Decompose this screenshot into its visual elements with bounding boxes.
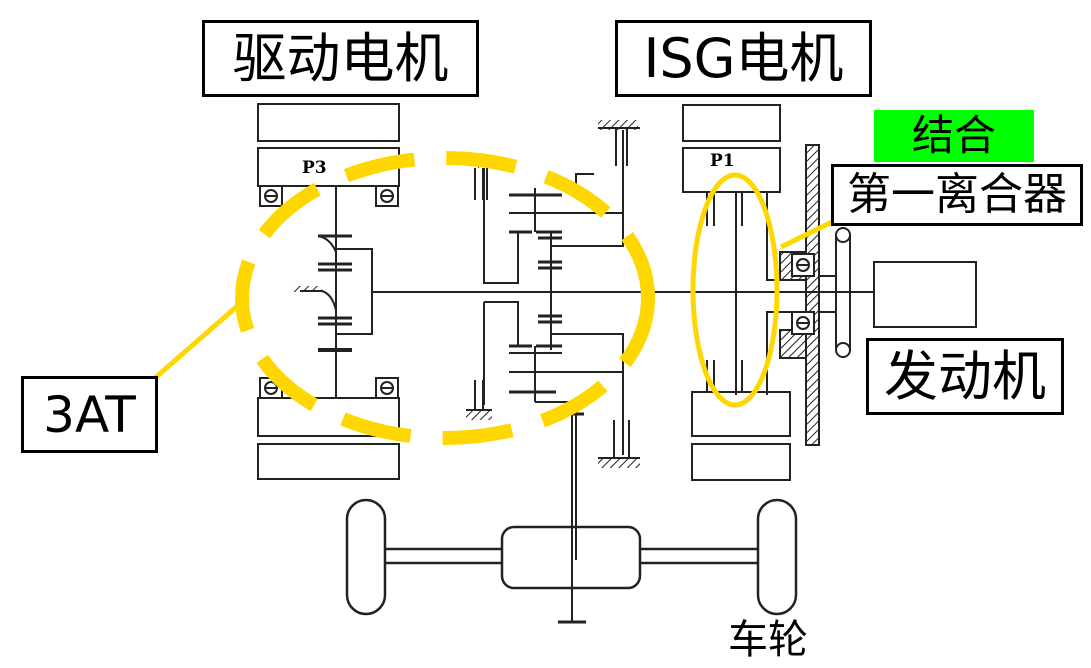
wheel-right [756, 498, 798, 616]
first-clutch-label: 第一离合器 [831, 164, 1083, 226]
engine-label: 发动机 [866, 338, 1064, 415]
clutch-leader-line [779, 219, 834, 250]
engine-label-text: 发动机 [884, 344, 1046, 408]
isg-motor-label-text: ISG电机 [643, 26, 844, 90]
transmission-label: 3AT [21, 376, 158, 453]
axle-assembly [345, 414, 798, 624]
drive-motor-p3 [257, 103, 400, 480]
isg-rotor-bottom [691, 391, 791, 437]
gearset-left [292, 186, 373, 398]
bearing-icon [259, 185, 283, 207]
engine-block [873, 261, 977, 328]
first-clutch-assembly [779, 144, 874, 446]
clutch-highlight-ellipse [690, 172, 780, 408]
3at-leader-line [153, 300, 244, 380]
isg-stator-bottom [691, 443, 791, 481]
p1-tag: P1 [710, 151, 735, 171]
bearing-icon [375, 185, 399, 207]
wheels-label: 车轮 [728, 617, 808, 663]
highlight-annotations [153, 151, 834, 445]
drive-motor-label-text: 驱动电机 [232, 26, 449, 90]
first-clutch-label-text: 第一离合器 [847, 169, 1067, 220]
engaged-badge-text: 结合 [911, 111, 996, 160]
drive-motor-rotor-bottom [257, 397, 400, 437]
isg-motor-label: ISG电机 [615, 20, 872, 97]
transmission-label-text: 3AT [43, 385, 136, 444]
3at-highlight-ellipse [235, 151, 655, 445]
p3-tag: P3 [302, 158, 327, 178]
wheel-left [345, 498, 387, 616]
drive-motor-stator-bottom [257, 443, 400, 480]
isg-stator-top [682, 104, 781, 142]
engaged-badge: 结合 [874, 110, 1034, 162]
drive-motor-stator-top [257, 103, 400, 142]
isg-rotor-top [682, 147, 781, 193]
drive-motor-label: 驱动电机 [202, 20, 479, 97]
